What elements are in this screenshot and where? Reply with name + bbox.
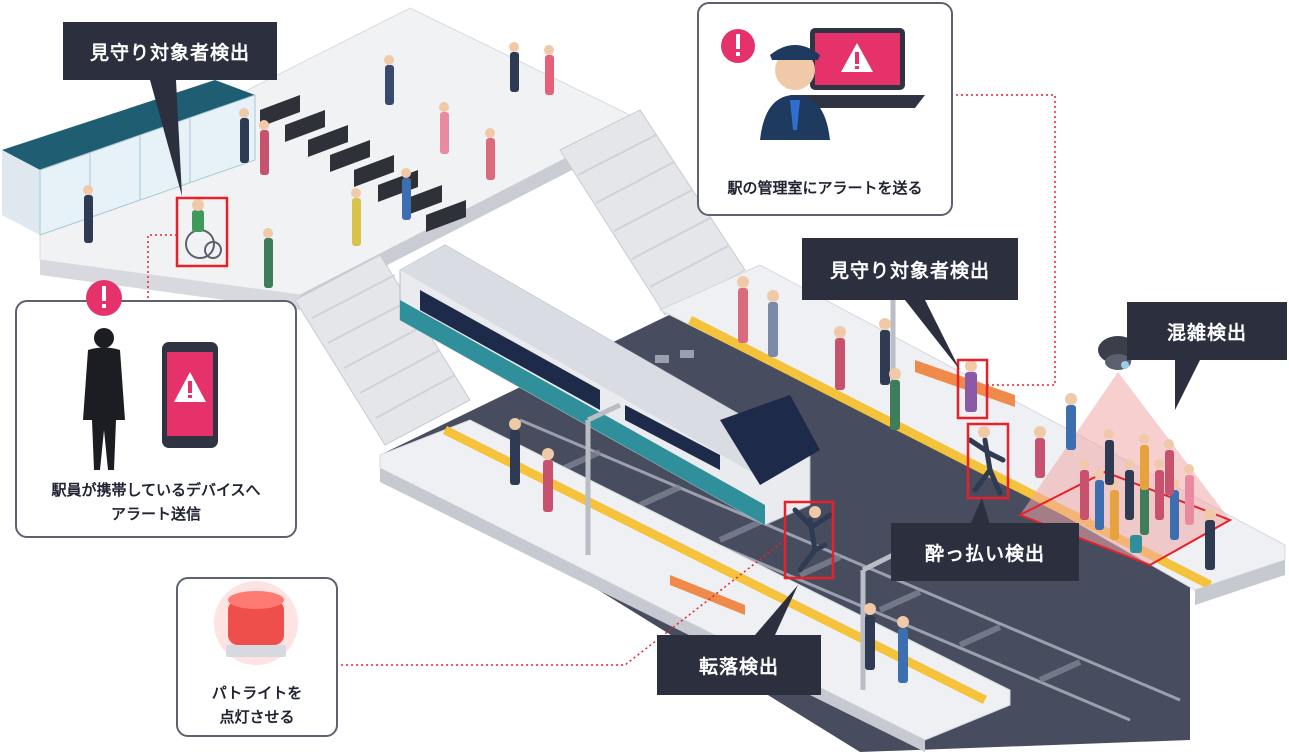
office-alert-card: 駅の管理室にアラートを送る bbox=[697, 2, 953, 216]
wheelchair-user bbox=[185, 199, 222, 259]
ticket-gates bbox=[260, 95, 466, 232]
staff-device-text-line2: アラート送信 bbox=[110, 505, 201, 523]
patrol-light-text-line2: 点灯させる bbox=[219, 708, 295, 726]
label-watch-platform: 見守り対象者検出 bbox=[802, 238, 1018, 300]
elderly-passenger bbox=[965, 360, 977, 412]
falling-passenger bbox=[792, 506, 833, 573]
patrol-light-card: パトライトを 点灯させる bbox=[176, 577, 338, 737]
label-crowd: 混雑検出 bbox=[1127, 302, 1287, 360]
staff-device-text-line1: 駅員が携帯しているデバイスへ bbox=[51, 481, 261, 499]
detection-box-drunk bbox=[966, 422, 1010, 500]
drunk-passenger bbox=[967, 426, 1006, 496]
stairs-left bbox=[294, 254, 471, 446]
callout-pointers bbox=[150, 80, 1200, 635]
patrol-light-text-line1: パトライトを bbox=[211, 684, 303, 702]
train bbox=[399, 244, 820, 526]
crowd-group bbox=[1079, 429, 1194, 553]
detection-box-wheelchair bbox=[175, 196, 229, 268]
office-roof bbox=[2, 80, 255, 170]
crowd-detection-area bbox=[1017, 470, 1233, 567]
label-watch-top-left: 見守り対象者検出 bbox=[63, 22, 277, 80]
label-drunk: 酔っ払い検出 bbox=[891, 523, 1079, 581]
right-platform-side bbox=[1195, 560, 1285, 605]
staff-device-card: 駅員が携帯しているデバイスへ アラート送信 bbox=[15, 300, 297, 538]
front-platform-yellow-line bbox=[442, 425, 988, 705]
office-alert-text: 駅の管理室にアラートを送る bbox=[727, 179, 923, 197]
concourse-edge bbox=[40, 260, 300, 310]
office-glass bbox=[39, 94, 256, 236]
passengers bbox=[83, 42, 1216, 683]
detection-box-elderly bbox=[956, 358, 989, 420]
office-front bbox=[2, 150, 40, 235]
label-fall: 転落検出 bbox=[657, 635, 821, 695]
